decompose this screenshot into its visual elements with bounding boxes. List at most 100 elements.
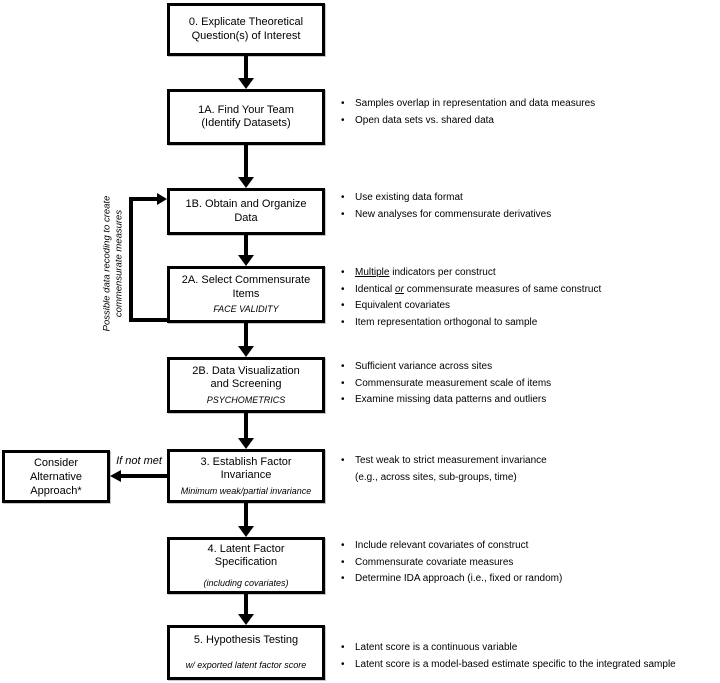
- step-title: 2B. Data Visualization and Screening: [192, 364, 300, 391]
- if-not-met-label: If not met: [116, 455, 162, 467]
- bullet-dot: •: [341, 361, 345, 372]
- step-subtitle: w/ exported latent factor score: [185, 660, 307, 671]
- bullet-text: Sufficient variance across sites: [355, 361, 493, 372]
- bullet-text: Multiple indicators per construct: [355, 265, 496, 282]
- step-title: 3. Establish Factor Invariance: [200, 455, 292, 482]
- feedback-loop-line-bottom: [129, 318, 167, 322]
- connector-line: [244, 145, 248, 178]
- connector-line: [244, 323, 248, 347]
- bullet-text: Examine missing data patterns and outlie…: [355, 394, 547, 405]
- underlined-word: Multiple: [355, 267, 390, 278]
- underlined-italic-word: or: [395, 283, 404, 295]
- step-box-0: 0. Explicate Theoretical Question(s) of …: [167, 3, 325, 56]
- bullet-list-1a: • Samples overlap in representation and …: [341, 96, 719, 129]
- bullet-item: • Item representation orthogonal to samp…: [341, 315, 719, 332]
- bullet-text: Samples overlap in representation and da…: [355, 98, 596, 109]
- arrow-down-icon: [238, 346, 254, 357]
- bullet-item: • Latent score is a continuous variable: [341, 640, 719, 657]
- bullet-item: • Sufficient variance across sites: [341, 359, 719, 376]
- connector-line: [244, 594, 248, 615]
- bullet-item: • Commensurate covariate measures: [341, 555, 719, 572]
- connector-line: [244, 55, 248, 80]
- step-title: 0. Explicate Theoretical Question(s) of …: [188, 16, 304, 42]
- arrow-down-icon: [238, 255, 254, 266]
- feedback-loop-label: Possible data recoding to create commens…: [101, 195, 125, 332]
- bullet-item: • Multiple indicators per construct: [341, 265, 719, 282]
- bullet-text: Commensurate covariate measures: [355, 556, 514, 568]
- step-title: 5. Hypothesis Testing: [193, 633, 299, 646]
- bullet-dot: •: [341, 267, 345, 278]
- bullet-dot: •: [341, 316, 345, 328]
- bullet-dot: •: [341, 208, 345, 220]
- bullet-item: • Test weak to strict measurement invari…: [341, 453, 719, 486]
- bullet-item: • Equivalent covariates: [341, 298, 719, 315]
- bullet-list-4: • Include relevant covariates of constru…: [341, 538, 719, 588]
- step-box-3: 3. Establish Factor Invariance Minimum w…: [167, 449, 325, 503]
- bullet-text: Latent score is a continuous variable: [355, 642, 518, 653]
- step-box-2a: 2A. Select Commensurate Items FACE VALID…: [167, 266, 325, 323]
- bullet-text: Open data sets vs. shared data: [355, 114, 494, 126]
- bullet-text: Identical or commensurate measures of sa…: [355, 282, 601, 299]
- bullet-text-part: commensurate measures of same construct: [403, 283, 602, 295]
- bullet-item: • New analyses for commensurate derivati…: [341, 207, 719, 224]
- bullet-item: • Include relevant covariates of constru…: [341, 538, 719, 555]
- bullet-dot: •: [341, 540, 345, 551]
- bullet-list-2b: • Sufficient variance across sites • Com…: [341, 359, 719, 409]
- step-subtitle: PSYCHOMETRICS: [206, 394, 286, 405]
- connector-line: [244, 503, 248, 527]
- arrow-down-icon: [238, 438, 254, 449]
- bullet-text-part: Identical: [355, 283, 396, 295]
- connector-line: [244, 235, 248, 256]
- feedback-loop-line-top: [129, 197, 157, 201]
- arrow-left-icon: [110, 470, 121, 482]
- bullet-dot: •: [341, 642, 345, 653]
- bullet-dot: •: [341, 300, 345, 311]
- step-box-5: 5. Hypothesis Testing w/ exported latent…: [167, 625, 325, 680]
- bullet-item: • Examine missing data patterns and outl…: [341, 392, 719, 409]
- bullet-text: Include relevant covariates of construct: [355, 540, 529, 551]
- arrow-down-icon: [238, 526, 254, 537]
- step-subtitle: FACE VALIDITY: [213, 304, 279, 314]
- bullet-item: • Commensurate measurement scale of item…: [341, 376, 719, 393]
- bullet-dot: •: [341, 556, 345, 568]
- step-subtitle: (including covariates): [203, 577, 289, 588]
- bullet-text: Use existing data format: [355, 192, 463, 203]
- step-box-4: 4. Latent Factor Specification (includin…: [167, 537, 325, 594]
- bullet-list-2a: • Multiple indicators per construct • Id…: [341, 265, 719, 331]
- bullet-text: Determine IDA approach (i.e., fixed or r…: [355, 573, 563, 584]
- if-not-met-line: [120, 474, 167, 478]
- bullet-dot: •: [341, 573, 345, 584]
- bullet-text: Item representation orthogonal to sample: [355, 316, 538, 328]
- bullet-text: Equivalent covariates: [355, 300, 451, 311]
- step-box-1b: 1B. Obtain and Organize Data: [167, 188, 325, 235]
- bullet-item: • Open data sets vs. shared data: [341, 113, 719, 130]
- arrow-down-icon: [238, 78, 254, 89]
- bullet-item: • Use existing data format: [341, 190, 719, 207]
- bullet-item: • Samples overlap in representation and …: [341, 96, 719, 113]
- bullet-dot: •: [341, 394, 345, 405]
- bullet-text: New analyses for commensurate derivative…: [355, 208, 552, 220]
- bullet-list-1b: • Use existing data format • New analyse…: [341, 190, 719, 223]
- alternative-approach-title: Consider Alternative Approach*: [30, 456, 82, 497]
- bullet-list-3: • Test weak to strict measurement invari…: [341, 453, 719, 486]
- connector-line: [244, 413, 248, 439]
- bullet-item: • Latent score is a model-based estimate…: [341, 657, 719, 674]
- bullet-dot: •: [341, 377, 345, 389]
- bullet-item: • Identical or commensurate measures of …: [341, 282, 719, 299]
- step-subtitle: Minimum weak/partial invariance: [180, 485, 312, 496]
- step-title: 4. Latent Factor Specification: [207, 542, 285, 569]
- bullet-text: Commensurate measurement scale of items: [355, 377, 552, 389]
- step-title: 1A. Find Your Team (Identify Datasets): [198, 103, 294, 130]
- bullet-item: • Determine IDA approach (i.e., fixed or…: [341, 571, 719, 588]
- arrow-down-icon: [238, 177, 254, 188]
- bullet-dot: •: [341, 455, 345, 466]
- arrow-down-icon: [238, 614, 254, 625]
- step-title: 1B. Obtain and Organize Data: [185, 198, 307, 224]
- bullet-dot: •: [341, 283, 345, 295]
- feedback-loop-line-vertical: [129, 197, 133, 322]
- bullet-text-part: indicators per construct: [389, 267, 496, 278]
- arrow-right-icon: [157, 193, 167, 205]
- step-box-1a: 1A. Find Your Team (Identify Datasets): [167, 89, 325, 145]
- step-title: 2A. Select Commensurate Items: [181, 274, 311, 300]
